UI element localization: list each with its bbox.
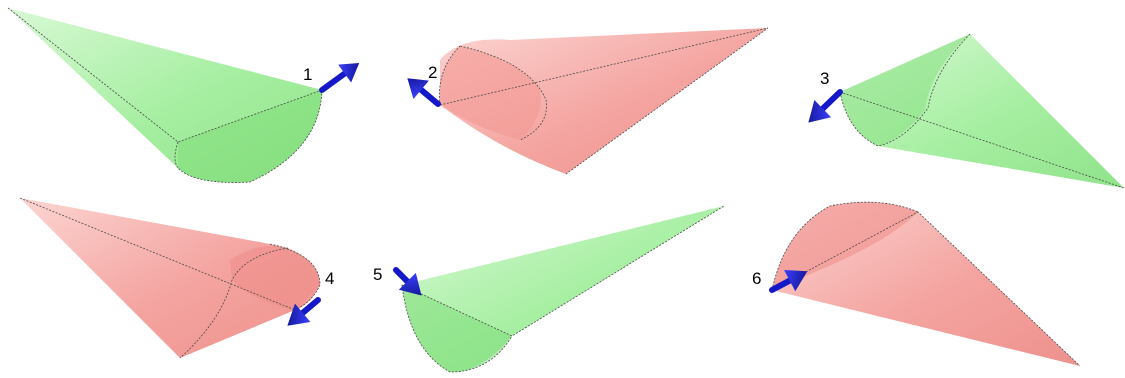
panel-label-5: 5 bbox=[373, 265, 382, 284]
panel-5: 5 bbox=[373, 205, 725, 373]
cone-5-base-face bbox=[402, 285, 512, 372]
blue-arrow-icon bbox=[407, 78, 441, 107]
panel-label-3: 3 bbox=[820, 69, 829, 88]
blue-arrow-icon bbox=[769, 270, 808, 293]
blue-arrow-icon bbox=[808, 89, 843, 123]
blue-arrow-icon bbox=[319, 62, 360, 93]
cone-2-base-face bbox=[439, 46, 541, 140]
panel-label-6: 6 bbox=[752, 269, 761, 288]
panel-label-4: 4 bbox=[325, 269, 334, 288]
blue-arrow-icon bbox=[287, 297, 321, 326]
blue-arrow-icon bbox=[393, 267, 422, 296]
cone-4-base-face bbox=[230, 245, 320, 310]
panel-label-1: 1 bbox=[303, 65, 312, 84]
cone-3-base-face bbox=[840, 34, 970, 146]
cone-1-base-face bbox=[178, 90, 322, 183]
cone-4-body bbox=[20, 198, 320, 358]
panel-3: 3 bbox=[808, 33, 1125, 189]
cone-6-base-face bbox=[772, 202, 918, 290]
panel-2: 2 bbox=[407, 27, 769, 175]
panel-label-2: 2 bbox=[428, 63, 437, 82]
panel-6: 6 bbox=[752, 201, 1081, 367]
panel-4: 4 bbox=[19, 197, 334, 359]
panel-1: 1 bbox=[7, 7, 360, 183]
